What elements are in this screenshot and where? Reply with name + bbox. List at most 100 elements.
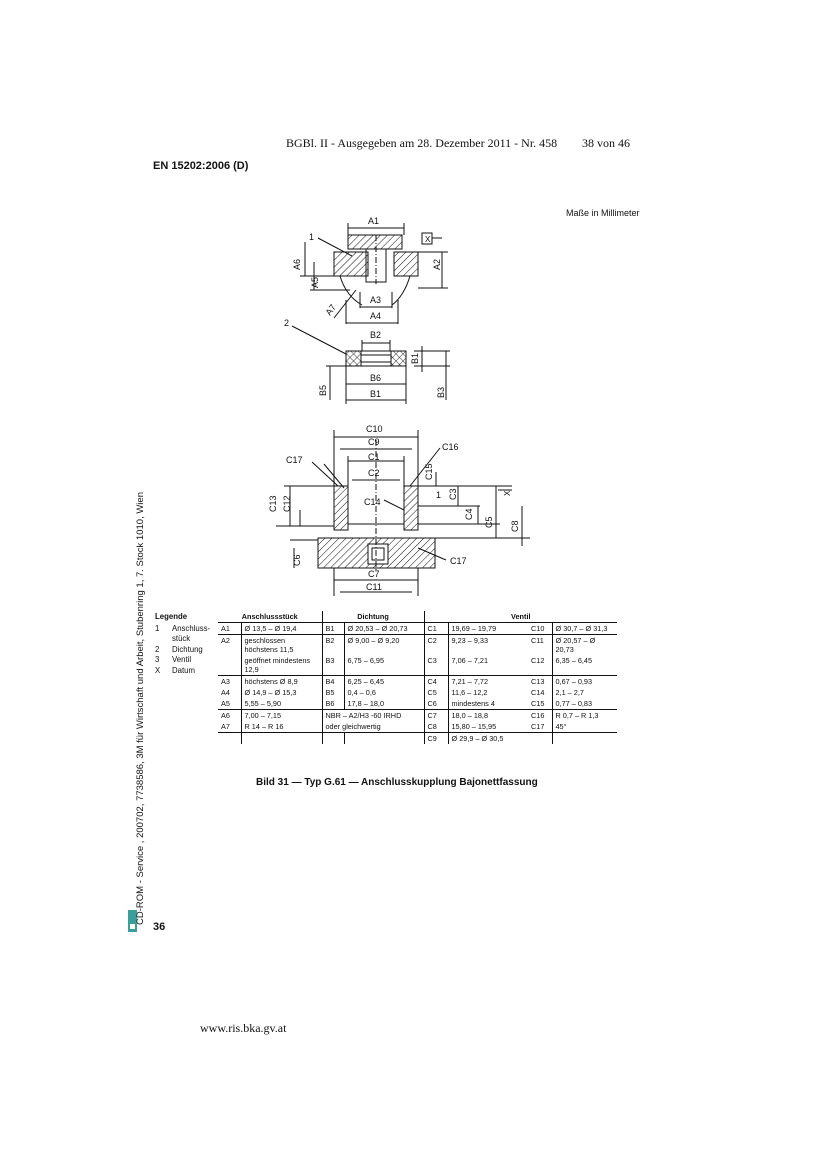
table-cell: R 14 – R 16 — [241, 721, 323, 733]
label-c11: C11 — [366, 582, 382, 592]
table-cell: 7,06 – 7,21 — [451, 656, 489, 665]
figure-caption: Bild 31 — Typ G.61 — Anschlusskupplung B… — [256, 777, 538, 788]
label-part-1: 1 — [309, 232, 314, 242]
table-cell: 7,21 – 7,72 — [448, 675, 528, 687]
table-cell: 0,67 – 0,93 — [552, 675, 618, 687]
table-cell: Ø 20,57 – Ø 20,73 — [552, 634, 618, 655]
table-cell: 18,0 – 18,8 — [448, 709, 528, 721]
label-a6: A6 — [292, 259, 302, 270]
table-cell: höchstens Ø 8,9 — [241, 675, 323, 687]
table-cell: NBR – A2/H3 -60 IRHD — [322, 709, 425, 721]
label-c4: C4 — [464, 508, 474, 520]
label-c5: C5 — [484, 516, 494, 528]
document-id: EN 15202:2006 (D) — [153, 160, 249, 172]
table-cell: C15 — [528, 698, 553, 710]
table-cell: oder gleichwertig — [322, 721, 425, 733]
table-cell: C14 — [528, 687, 553, 698]
label-c17-top: C17 — [286, 455, 303, 465]
table-cell: B3 — [322, 655, 345, 676]
table-cell: 7,00 – 7,15 — [241, 709, 323, 721]
label-c10: C10 — [366, 424, 383, 434]
connector-piece-drawing — [300, 223, 448, 324]
label-b2: B2 — [370, 330, 381, 340]
table-cell — [552, 732, 618, 744]
table-cell: 0,77 – 0,83 — [555, 699, 593, 708]
table-cell: Ø 9,00 – Ø 9,20 — [344, 634, 425, 655]
table-cell: A6 — [218, 709, 242, 721]
label-a3: A3 — [370, 295, 381, 305]
table-cell: 0,4 – 0,6 — [344, 687, 425, 698]
table-cell: A7 — [218, 721, 242, 733]
label-c9: C9 — [368, 437, 380, 447]
label-b1: B1 — [370, 389, 381, 399]
table-cell: C10 — [528, 622, 553, 635]
page-counter: 38 von 46 — [582, 136, 630, 150]
table-cell: C4 — [424, 675, 449, 687]
table-cell — [344, 732, 425, 744]
label-c16: C16 — [442, 442, 459, 452]
cd-rom-logo-icon — [128, 910, 137, 932]
table-cell: A1 — [218, 622, 242, 635]
table-cell: 11,6 – 12,2 — [451, 688, 488, 697]
table-cell: C6 — [424, 698, 449, 710]
table-cell: A4 — [218, 687, 242, 698]
label-a5: A5 — [310, 277, 320, 288]
table-cell: 6,25 – 6,45 — [344, 675, 425, 687]
table-cell: B2 — [322, 634, 345, 655]
label-c17-bottom: C17 — [450, 556, 467, 566]
label-a4: A4 — [370, 311, 381, 321]
table-cell: Ø 13,5 – Ø 19,4 — [241, 622, 323, 635]
table-cell: B4 — [322, 675, 345, 687]
table-cell: B6 — [322, 698, 345, 710]
table-cell — [218, 655, 242, 676]
label-x-datum: X — [425, 235, 431, 244]
label-part-1-valve: 1 — [436, 490, 441, 500]
table-cell: mindestens 4 — [451, 699, 495, 708]
header-anschlussstueck: Anschlussstück — [218, 611, 323, 623]
table-cell: C9 — [424, 732, 449, 744]
table-cell: Ø 29,9 – Ø 30,5 — [448, 732, 528, 744]
table-cell: C7 — [424, 709, 449, 721]
table-cell: C12 — [528, 655, 553, 676]
legend-title: Legende — [155, 612, 188, 621]
label-c12: C12 — [282, 495, 292, 512]
gazette-header: BGBl. II - Ausgegeben am 28. Dezember 20… — [286, 136, 558, 150]
table-cell: 17,8 – 18,0 — [344, 698, 425, 710]
label-b6: B6 — [370, 373, 381, 383]
label-c7: C7 — [368, 569, 380, 579]
table-cell: C2 — [424, 634, 449, 655]
table-cell: 15,80 – 15,95 — [451, 722, 497, 731]
label-part-2: 2 — [284, 318, 289, 328]
table-cell: 5,55 – 5,90 — [241, 698, 323, 710]
table-cell: Ø 30,7 – Ø 31,3 — [552, 622, 618, 635]
label-c15: C15 — [424, 463, 434, 480]
table-cell: R 0,7 – R 1,3 — [552, 709, 618, 721]
table-cell: C13 — [528, 675, 553, 687]
seal-drawing — [291, 325, 450, 404]
label-b5: B5 — [318, 385, 328, 396]
table-cell: C3 — [424, 655, 449, 676]
label-c13: C13 — [268, 495, 278, 512]
table-cell: geschlossen höchstens 11,5 — [241, 634, 323, 655]
table-cell: A3 — [218, 675, 242, 687]
table-cell: C17 — [528, 721, 553, 733]
table-cell: B1 — [322, 622, 345, 635]
table-cell: Ø 14,9 – Ø 15,3 — [241, 687, 323, 698]
table-cell: geöffnet mindestens 12,9 — [241, 655, 323, 676]
table-cell: 6,35 – 6,45 — [555, 656, 593, 665]
table-cell: C11 — [528, 634, 553, 655]
table-cell — [528, 732, 553, 744]
label-c6: C6 — [292, 554, 302, 566]
table-cell — [241, 732, 323, 744]
table-cell: B5 — [322, 687, 345, 698]
label-x-datum-valve: X — [503, 490, 512, 496]
table-cell: C8 — [424, 721, 449, 733]
units-note: Maße in Millimeter — [566, 208, 640, 218]
